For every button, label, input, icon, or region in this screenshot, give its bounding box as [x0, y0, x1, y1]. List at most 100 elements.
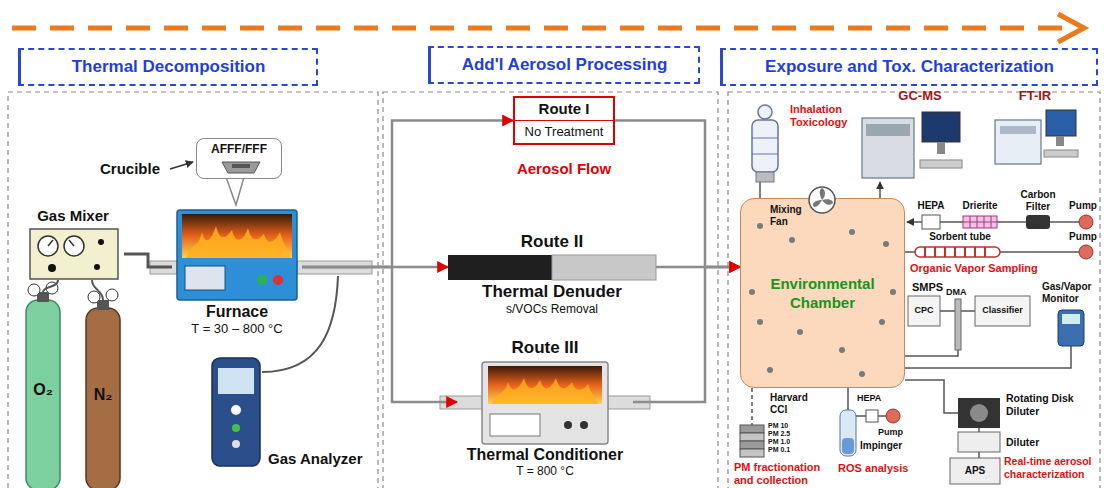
route-box: Route INo Treatment	[513, 96, 615, 145]
part-name: Sorbent tube	[915, 231, 1005, 243]
impinger	[866, 410, 878, 422]
gc-ms-instrument	[922, 112, 960, 142]
gas-mixer-panel	[48, 264, 56, 272]
gas-mixer-panel	[38, 236, 58, 256]
chamber-fan-and-particles	[749, 187, 896, 377]
node-detail: s/VOCs Removal	[448, 302, 656, 317]
sampling-line	[905, 350, 958, 356]
part-name: Mixing Fan	[770, 204, 812, 228]
chamber-fan-and-particles	[789, 237, 795, 243]
gas-analyzer-device	[231, 405, 241, 415]
gas-hose	[92, 280, 103, 300]
part-name: Crucible	[100, 160, 170, 178]
size-cut: PM 0.1	[768, 446, 798, 454]
gas-analyzer-device	[212, 358, 260, 466]
diluter-aps	[958, 432, 1000, 452]
sampling-line	[856, 415, 866, 417]
part-name: Drierite	[955, 200, 1005, 212]
flow-connector	[633, 267, 740, 402]
chamber-fan-and-particles	[883, 241, 889, 247]
node-detail: No Treatment	[515, 121, 613, 143]
cascade-impactor	[740, 433, 764, 441]
sorbent-tube	[925, 247, 985, 257]
node-title: Exposure and Tox. Characterization	[731, 56, 1088, 78]
flow-connector	[302, 121, 513, 268]
gas-monitor	[1058, 310, 1084, 346]
node-detail: Thermal Denuder	[448, 282, 656, 302]
node-title: Route I	[515, 98, 613, 121]
section-header: Add'l Aerosol Processing	[428, 46, 700, 84]
inhalation-apparatus	[752, 154, 778, 155]
sampling-line	[905, 346, 1071, 368]
instrument-name: APS	[950, 465, 1000, 477]
gas-mixer-panel	[48, 240, 53, 246]
cascade-impactor	[740, 425, 764, 433]
thermal-conditioner-body	[580, 421, 588, 429]
sorbent-tube	[915, 245, 1093, 259]
node-title: Environmental Chamber	[751, 274, 894, 312]
furnace-body	[186, 226, 290, 258]
node-title: Gas Analyzer	[268, 450, 376, 468]
thermal-denuder-tube	[448, 255, 552, 280]
instrument-name: GC-MS	[880, 88, 960, 104]
size-cut: PM 1.0	[768, 438, 798, 446]
sampling-line	[940, 310, 955, 312]
ft-ir-instrument	[1046, 110, 1076, 136]
smps-instrument	[908, 296, 940, 326]
thermal-conditioner-body	[488, 366, 602, 404]
filter-train	[963, 216, 997, 228]
filter-train	[1079, 215, 1093, 229]
inhalation-apparatus	[752, 105, 778, 182]
part-name: Pump	[878, 427, 908, 438]
gas-cylinder	[86, 308, 120, 488]
impinger	[886, 409, 900, 423]
section-panel	[383, 92, 718, 488]
size-cut: PM 10	[768, 422, 798, 430]
flow-connector	[124, 254, 172, 267]
gc-ms-instrument	[937, 142, 945, 154]
process-direction-arrow	[12, 14, 1084, 42]
furnace-body	[177, 210, 297, 300]
sampling-line	[847, 388, 849, 410]
thermal-conditioner-body	[482, 362, 608, 444]
chamber-fan-and-particles	[749, 223, 896, 377]
gas-cylinder	[26, 300, 60, 488]
part-name: DMA	[946, 287, 976, 298]
environmental-chamber: Environmental Chamber	[740, 198, 905, 388]
section-panel	[728, 92, 1100, 488]
leader-line	[170, 162, 193, 169]
gas-mixer-panel	[98, 239, 104, 245]
sorbent-tube	[915, 247, 1000, 257]
furnace-body	[273, 275, 283, 285]
section-header: Thermal Decomposition	[18, 48, 318, 86]
instrument-name: Gas/Vapor Monitor	[1042, 281, 1100, 305]
bubble-tail	[226, 177, 244, 205]
thermal-conditioner-body	[492, 378, 598, 404]
section-panel	[8, 92, 1100, 488]
node-detail: T = 30 – 800 °C	[172, 321, 302, 337]
gc-ms-instrument	[862, 118, 914, 178]
node-detail: Thermal Conditioner	[457, 446, 633, 464]
furnace-body	[177, 210, 297, 300]
flow-connector	[302, 267, 457, 402]
cylinder-label: O₂	[26, 380, 60, 399]
ft-ir-instrument	[1000, 126, 1036, 134]
chamber-fan-and-particles	[839, 347, 845, 353]
furnace-body	[257, 275, 267, 285]
process-direction-arrow	[12, 26, 1064, 31]
cascade-impactor	[740, 425, 764, 457]
inhalation-apparatus	[752, 120, 778, 172]
gas-cylinder	[106, 289, 118, 301]
gc-ms-instrument	[920, 160, 962, 168]
ft-ir-instrument	[995, 120, 1041, 164]
gas-mixer-panel	[69, 240, 74, 246]
instrument-name: Harvard CCI	[770, 392, 824, 416]
chamber-fan-and-particles	[757, 319, 763, 325]
filter-train	[922, 215, 940, 229]
ft-ir-instrument	[1044, 150, 1078, 157]
furnace-body	[182, 214, 292, 258]
size-cut: PM 2.5	[768, 430, 798, 438]
gas-monitor	[1058, 310, 1084, 346]
chamber-fan-and-particles	[879, 319, 885, 325]
furnace-body	[185, 266, 225, 290]
